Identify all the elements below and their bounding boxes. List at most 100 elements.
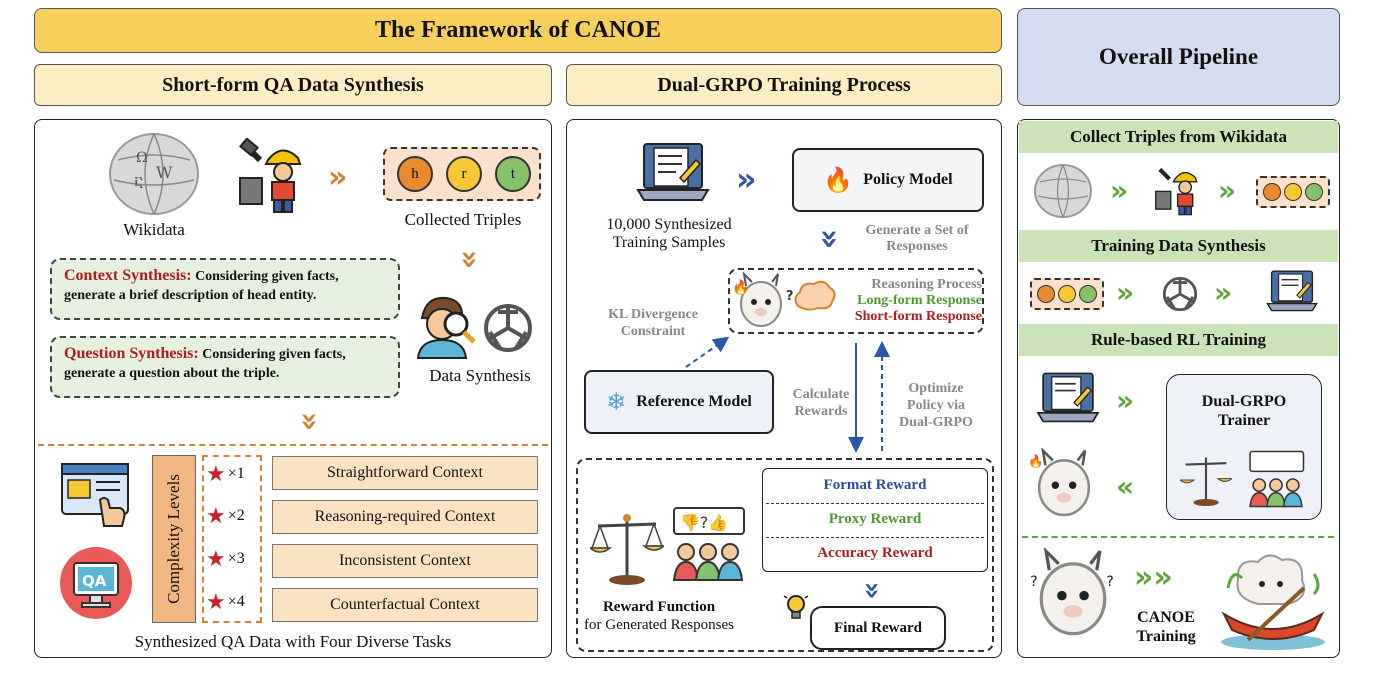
context-counterfactual-text: Counterfactual Context: [330, 596, 480, 613]
level-3-multiplier: ×3: [227, 550, 245, 567]
svg-text:👎?👍: 👎?👍: [680, 513, 728, 532]
triple-t-text: t: [510, 165, 516, 182]
proxy-reward-label: Proxy Reward: [828, 511, 922, 527]
web-click-icon: [61, 463, 129, 527]
green-chevron-7: »»: [1134, 560, 1173, 595]
generate-set-line2: Responses: [886, 239, 948, 254]
level-2-multiplier: ×2: [227, 507, 245, 524]
level-row-2: ★ ×2: [206, 502, 245, 530]
blue-chevron-down-2: »: [856, 581, 890, 600]
policy-model-label: Policy Model: [863, 171, 953, 188]
document-laptop-icon: [1266, 270, 1318, 312]
kl-line1: KL Divergence: [608, 307, 698, 322]
star-icon: ★: [206, 461, 226, 486]
left-divider: [38, 444, 548, 446]
opt-line1: Optimize: [908, 381, 964, 396]
policy-model-box: 🔥 Policy Model: [792, 148, 984, 212]
generate-set-line1: Generate a Set of: [865, 223, 969, 238]
star-icon: ★: [206, 546, 226, 571]
framework-title-text: The Framework of CANOE: [375, 17, 661, 43]
context-inconsistent-text: Inconsistent Context: [339, 552, 471, 569]
data-synthesis-label: Data Synthesis: [429, 366, 531, 385]
final-reward-box: Final Reward: [810, 606, 946, 650]
context-counterfactual: Counterfactual Context: [272, 588, 538, 622]
step-1-text: Collect Triples from Wikidata: [1069, 127, 1288, 146]
opt-line2: Policy via: [907, 398, 965, 413]
triple-r: r: [446, 156, 482, 192]
dual-grpo-trainer-box: [1166, 374, 1322, 520]
middle-section-header: Dual-GRPO Training Process: [566, 64, 1002, 106]
complexity-levels-label: Complexity Levels: [164, 474, 183, 604]
canoe-training-label: CANOE Training: [1124, 608, 1208, 646]
green-chevron-3: »: [1116, 276, 1135, 309]
document-laptop-icon: [1036, 372, 1100, 423]
reference-model-label: Reference Model: [636, 393, 752, 410]
svg-text:🔥: 🔥: [734, 279, 749, 296]
samples-line2: Training Samples: [612, 234, 726, 251]
accuracy-reward-label: Accuracy Reward: [817, 545, 933, 561]
middle-section-header-text: Dual-GRPO Training Process: [657, 73, 911, 96]
level-1-multiplier: ×1: [227, 465, 245, 482]
thought-cloud-icon: ?: [786, 280, 836, 311]
reference-model-box: ❄ Reference Model: [584, 370, 774, 434]
worker-icon: [239, 138, 302, 213]
calculate-rewards-label: Calculate Rewards: [776, 386, 866, 420]
context-reasoning: Reasoning-required Context: [272, 500, 538, 534]
framework-title: The Framework of CANOE: [34, 8, 1002, 53]
left-section-header-text: Short-form QA Data Synthesis: [162, 73, 424, 96]
green-chevron-5: »: [1116, 384, 1135, 417]
llama-icon: 🔥: [734, 272, 782, 327]
svg-text:Ⴀ: Ⴀ: [134, 176, 143, 192]
pipeline-header: Overall Pipeline: [1017, 8, 1340, 106]
feedback-people-icon: 👎?👍: [672, 507, 745, 581]
generate-set-label: Generate a Set of Responses: [852, 223, 982, 255]
step-2-header: Training Data Synthesis: [1019, 230, 1338, 262]
question-synthesis-box: Question Synthesis: Considering given fa…: [50, 336, 400, 398]
star-icon: ★: [206, 503, 226, 528]
samples-label: 10,000 Synthesized Training Samples: [594, 216, 744, 252]
context-straightforward-text: Straightforward Context: [327, 464, 483, 481]
lightbulb-icon: [783, 595, 809, 619]
kl-line2: Constraint: [620, 324, 686, 339]
svg-text:W: W: [156, 163, 173, 182]
snowflake-icon: ❄: [606, 388, 627, 416]
canoe-line2: Training: [1136, 628, 1196, 645]
trainer-line1: Dual-GRPO: [1201, 393, 1287, 410]
middle-arrows: [685, 336, 890, 453]
context-reasoning-text: Reasoning-required Context: [314, 508, 496, 525]
context-inconsistent: Inconsistent Context: [272, 544, 538, 578]
worker-icon: [1155, 168, 1198, 216]
document-laptop-icon: [636, 143, 710, 201]
green-chevron-1: »: [1110, 174, 1129, 207]
canoe-line1: CANOE: [1137, 609, 1195, 626]
orange-chevron-down-1: »: [452, 249, 488, 270]
svg-text:Ω: Ω: [136, 150, 148, 166]
reward-function-box: [576, 458, 994, 652]
level-4-multiplier: ×4: [227, 593, 245, 610]
left-caption: Synthesized QA Data with Four Diverse Ta…: [134, 632, 452, 651]
orange-chevron-right: »: [328, 160, 348, 195]
fire-icon: 🔥: [823, 166, 854, 194]
format-reward-label: Format Reward: [823, 477, 927, 493]
samples-line1: 10,000 Synthesized: [606, 216, 732, 233]
svg-text:?: ?: [1030, 574, 1038, 590]
level-row-1: ★ ×1: [206, 460, 245, 488]
mini-triples-2: [1030, 278, 1104, 310]
complexity-levels-bar: Complexity Levels: [152, 455, 196, 623]
opt-line3: Dual-GRPO: [899, 415, 973, 430]
responses-box: [728, 268, 984, 334]
person-magnifier-icon: [416, 296, 476, 359]
level-row-3: ★ ×3: [206, 545, 245, 573]
collected-triples-label: Collected Triples: [404, 210, 522, 229]
right-divider: [1022, 536, 1334, 538]
short-form-label: Short-form Response: [854, 309, 982, 324]
responses-text: Reasoning Process Long-form Response Sho…: [838, 277, 982, 325]
green-chevron-2: »: [1218, 174, 1237, 207]
rewards-divider-2: [766, 537, 984, 538]
globe-icon: Ω W Ⴀ: [109, 133, 199, 215]
globe-icon: [1034, 164, 1092, 218]
step-2-text: Training Data Synthesis: [1091, 236, 1266, 255]
reward-function-label: Reward Function for Generated Responses: [584, 598, 734, 634]
green-chevron-6: »: [1116, 470, 1135, 503]
mini-triples-1: [1256, 176, 1330, 208]
